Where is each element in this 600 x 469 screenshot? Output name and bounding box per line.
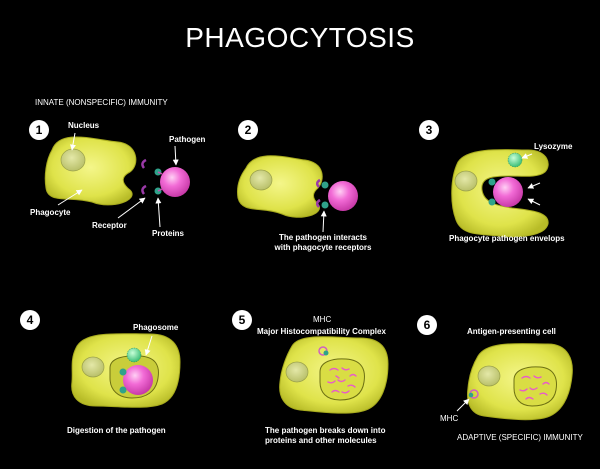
receptor-top: [141, 158, 147, 169]
protein: [119, 368, 127, 376]
phagocyte-label: Phagocyte: [30, 208, 71, 217]
innate-immunity-label: INNATE (NONSPECIFIC) IMMUNITY: [35, 98, 168, 107]
protein-fragments: [327, 367, 357, 394]
protein: [119, 386, 127, 394]
proteins-label: Proteins: [152, 229, 185, 238]
step-6-graphic: [456, 343, 573, 421]
pathogen: [493, 177, 523, 207]
step-4-graphic: [71, 333, 181, 408]
step-5-caption-line-2: proteins and other molecules: [265, 436, 377, 445]
step-5-graphic: [279, 336, 389, 414]
adaptive-immunity-label: ADAPTIVE (SPECIFIC) IMMUNITY: [457, 433, 583, 442]
page-title: PHAGOCYTOSIS: [185, 22, 415, 53]
antigen-presenting-cell-label: Antigen-presenting cell: [467, 327, 556, 336]
step-6-mhc-label: MHC: [440, 414, 459, 423]
phagocyte-cell: [237, 155, 323, 218]
step-4-caption: Digestion of the pathogen: [67, 426, 166, 435]
protein: [321, 181, 329, 189]
receptor-bottom: [141, 184, 147, 195]
nucleus: [81, 356, 105, 378]
receptor-label: Receptor: [92, 221, 127, 230]
step-3-graphic: [451, 149, 549, 238]
step-1-number: 1: [29, 120, 49, 140]
step-5-caption-line-1: The pathogen breaks down into: [265, 426, 386, 435]
protein: [488, 178, 496, 186]
protein: [321, 201, 329, 209]
lysozyme-label: Lysozyme: [534, 142, 573, 151]
nucleus: [454, 170, 478, 192]
lysozyme: [507, 152, 523, 168]
step-2-caption-line-1: The pathogen interacts: [278, 233, 367, 242]
step-2-graphic: [237, 155, 358, 233]
nucleus: [285, 361, 309, 383]
nucleus: [477, 365, 501, 387]
pathogen: [328, 181, 358, 211]
pathogen-label: Pathogen: [169, 135, 206, 144]
step-2-caption-line-2: with phagocyte receptors: [274, 243, 372, 252]
nucleus-label: Nucleus: [68, 121, 100, 130]
step-3-number: 3: [419, 120, 439, 140]
phagosome: [319, 358, 365, 401]
phagocyte-cell: [44, 136, 137, 206]
mhc-full-label: Major Histocompatibility Complex: [257, 327, 386, 336]
nucleus: [60, 148, 86, 172]
pathogen: [160, 167, 190, 197]
step-4-number: 4: [20, 310, 40, 330]
pathogen: [123, 365, 153, 395]
lysozyme: [126, 347, 142, 363]
step-3-caption: Phagocyte pathogen envelops: [449, 234, 565, 243]
mhc-label: MHC: [313, 315, 332, 324]
phagosome-label: Phagosome: [133, 323, 179, 332]
step-1-graphic: [44, 132, 190, 228]
nucleus: [249, 169, 273, 191]
step-6-number: 6: [417, 315, 437, 335]
step-2-number: 2: [238, 120, 258, 140]
step-5-number: 5: [232, 310, 252, 330]
protein: [488, 198, 496, 206]
